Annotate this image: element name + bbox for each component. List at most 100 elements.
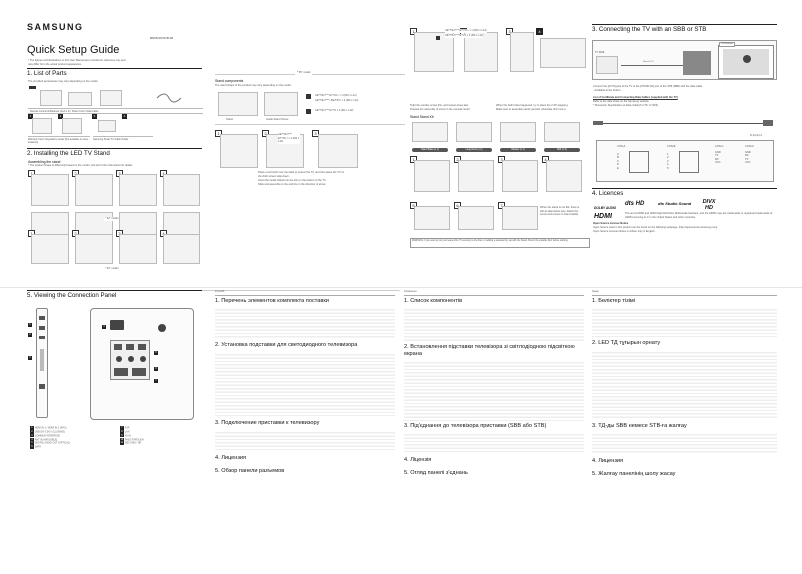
pin-table-d: CON-D GND RX TX VCC <box>745 145 754 165</box>
column-kazakh: Қазақ 1. Бөліктер тізімі 2. LED ТД тұғыр… <box>592 290 777 550</box>
screw-spec-3: UE**NU7*** ETY0 x 4 (M4 x L12) <box>315 109 354 112</box>
stand-diagram-a: 1 2 3 4 <box>28 170 200 210</box>
connector-a-icon <box>629 151 649 173</box>
column-russian: Русский 1. Перечень элементов комплекта … <box>215 290 395 550</box>
cable-label: D-1(CA)-4 <box>750 134 762 137</box>
kk-heading-3: 3. ТД-ды SBB немесе STB-ға жалғау <box>592 423 687 429</box>
list-of-parts-heading: 1. List of Parts <box>27 70 67 77</box>
uk-body-2 <box>404 360 584 422</box>
kit-neck-image <box>456 122 492 142</box>
kit-item-1: Stand Base (x 1) <box>412 148 448 152</box>
stand-step-2: Insert the Guide Stand into the slot on … <box>258 179 327 182</box>
ru-heading-4: 4. Лицензия <box>215 455 247 461</box>
stand-heading: 2. Installing the LED TV Stand <box>27 150 110 157</box>
pin-c-row: RX <box>715 157 719 161</box>
kk-heading-4: 4. Лицензия <box>592 458 624 464</box>
stand-part-image <box>218 92 258 116</box>
stand-subheading: Assembling the stand <box>28 160 61 164</box>
panel-heading: 5. Viewing the Connection Panel <box>27 292 117 299</box>
pin-d-row: VCC <box>745 161 751 164</box>
stand-step-3: Slide and assemble to the end line in th… <box>258 183 326 186</box>
dolby-logo: DOLBY AUDIO <box>594 206 617 210</box>
pin-table-a: CON-A A B C D E <box>617 145 625 170</box>
stb-list-note-2: * Dimension Specification at Data Cable(… <box>593 104 659 107</box>
stb-callout: STB/Network <box>719 42 735 47</box>
tight-note: Tight the number screw first, and repeat… <box>410 104 469 107</box>
kk-body-1 <box>592 307 777 337</box>
stand-step1-image <box>220 134 258 168</box>
pin-b-row: 1 <box>667 152 669 156</box>
stand-label-c: * 65" model <box>295 71 313 75</box>
ru-heading-3: 3. Подключение приставки к телевизору <box>215 420 320 426</box>
pin-d-row: TX <box>745 157 749 161</box>
kit-item-2: Long Neck (x 1) <box>456 148 492 152</box>
page-title: Quick Setup Guide <box>27 44 120 56</box>
guide-screw-image <box>264 92 298 116</box>
uk-heading-4: 4. Ліцензія <box>404 457 432 463</box>
pin-table-b-title: CON-B <box>667 145 676 148</box>
stb-list-note: Refer to the data sheet on the Samsung w… <box>593 100 650 103</box>
ru-heading-2: 2. Установка подставки для светодиодного… <box>215 342 358 348</box>
licences-heading: 4. Licences <box>592 190 624 197</box>
parts-note: The provided accessories may vary depend… <box>28 80 99 83</box>
kk-heading-2: 2. LED ТД тұғырын орнату <box>592 340 661 346</box>
uk-heading-3: 3. Під'єднання до телевізора приставки (… <box>404 423 547 429</box>
connection-panel-diagram: 1 2 3 4 5 6 7 <box>28 304 198 422</box>
dts-studio-logo: dts Studio Sound <box>658 201 692 206</box>
stand-kit-diagrams: 1 2 3 4 <box>410 28 590 88</box>
adjust-note: When the stand is not flat, there is sti… <box>540 206 580 216</box>
data-cable-image <box>155 90 183 106</box>
brand-logo: SAMSUNG <box>27 22 84 32</box>
kit-bolt-image <box>544 122 580 142</box>
pin-a-row: D <box>617 163 619 166</box>
oss-text-2: Open Source License Notice is written on… <box>593 230 656 233</box>
lang-label: Українська <box>404 290 417 293</box>
warning-box: WARNING: If you want to put your leaned … <box>410 238 590 248</box>
stb-connect-note: Connect the [AV IN] jack of the TV to th… <box>593 85 703 88</box>
batteries-image <box>68 92 92 106</box>
kit-item-3: Washer (x 1) <box>500 148 536 152</box>
pin-tables: CON-A A B C D E CON-B 1 2 3 4 5 CON-C GN… <box>596 140 774 182</box>
ru-heading-5: 5. Обзор панели разъемов <box>215 468 285 474</box>
pin-table-c-title: CON-C <box>715 145 724 148</box>
power-cord-image <box>100 90 122 106</box>
doc-code: BN68-09701B-00 <box>150 36 174 40</box>
kit-item-4: Bolt (x 3) <box>544 148 580 152</box>
cable-holder-image <box>98 120 116 132</box>
screw-spec-1: UE**NU7*** ETY0C / x 4 (M4 x L12) <box>315 94 357 97</box>
column-ukrainian: Українська 1. Список компонентів 2. Вста… <box>404 290 584 550</box>
stb-list-header: List of Certificate and Connecting Data … <box>593 96 678 99</box>
ru-body-3 <box>215 430 395 450</box>
tight-note-2: Prepare the assembly of screw in the man… <box>410 108 471 111</box>
pin-a-row: B <box>617 156 619 159</box>
pin-b-row: 4 <box>667 163 669 166</box>
divx-logo: DIVX HD <box>702 199 716 211</box>
kk-heading-1: 1. Бөліктер тізімі <box>592 298 635 304</box>
uk-heading-5: 5. Огляд панелі з'єднань <box>404 470 468 476</box>
uk-body-1 <box>404 307 584 341</box>
tv-side-label: TV SIDE <box>595 51 605 54</box>
guide-b-note: When the both holes happened, try to pla… <box>496 104 569 107</box>
part-num-2: 2 <box>58 114 63 119</box>
oss-text: Open Source used in this product can be … <box>593 226 718 229</box>
oss-heading: Open Source License Notice <box>593 222 629 225</box>
pin-a-row: C <box>617 159 619 163</box>
kk-body-3 <box>592 432 777 454</box>
part-num-4: 4 <box>122 114 127 119</box>
kk-heading-5: 5. Жалғау панелінің шолу жасау <box>592 471 676 477</box>
stand-step3-image <box>318 134 358 168</box>
components-heading: Stand components <box>215 79 244 83</box>
screw-icon-2 <box>306 109 311 114</box>
uk-heading-1: 1. Список компонентів <box>404 298 463 304</box>
kit-assembly-diagrams: 1 2 3 4 <box>410 156 582 196</box>
hdmi-trademark-text: The terms HDMI and HDMI High-Definition … <box>625 212 773 219</box>
data-cable-diagram <box>593 115 778 131</box>
regulatory-image <box>62 118 82 134</box>
pin-b-row: 3 <box>667 159 669 163</box>
